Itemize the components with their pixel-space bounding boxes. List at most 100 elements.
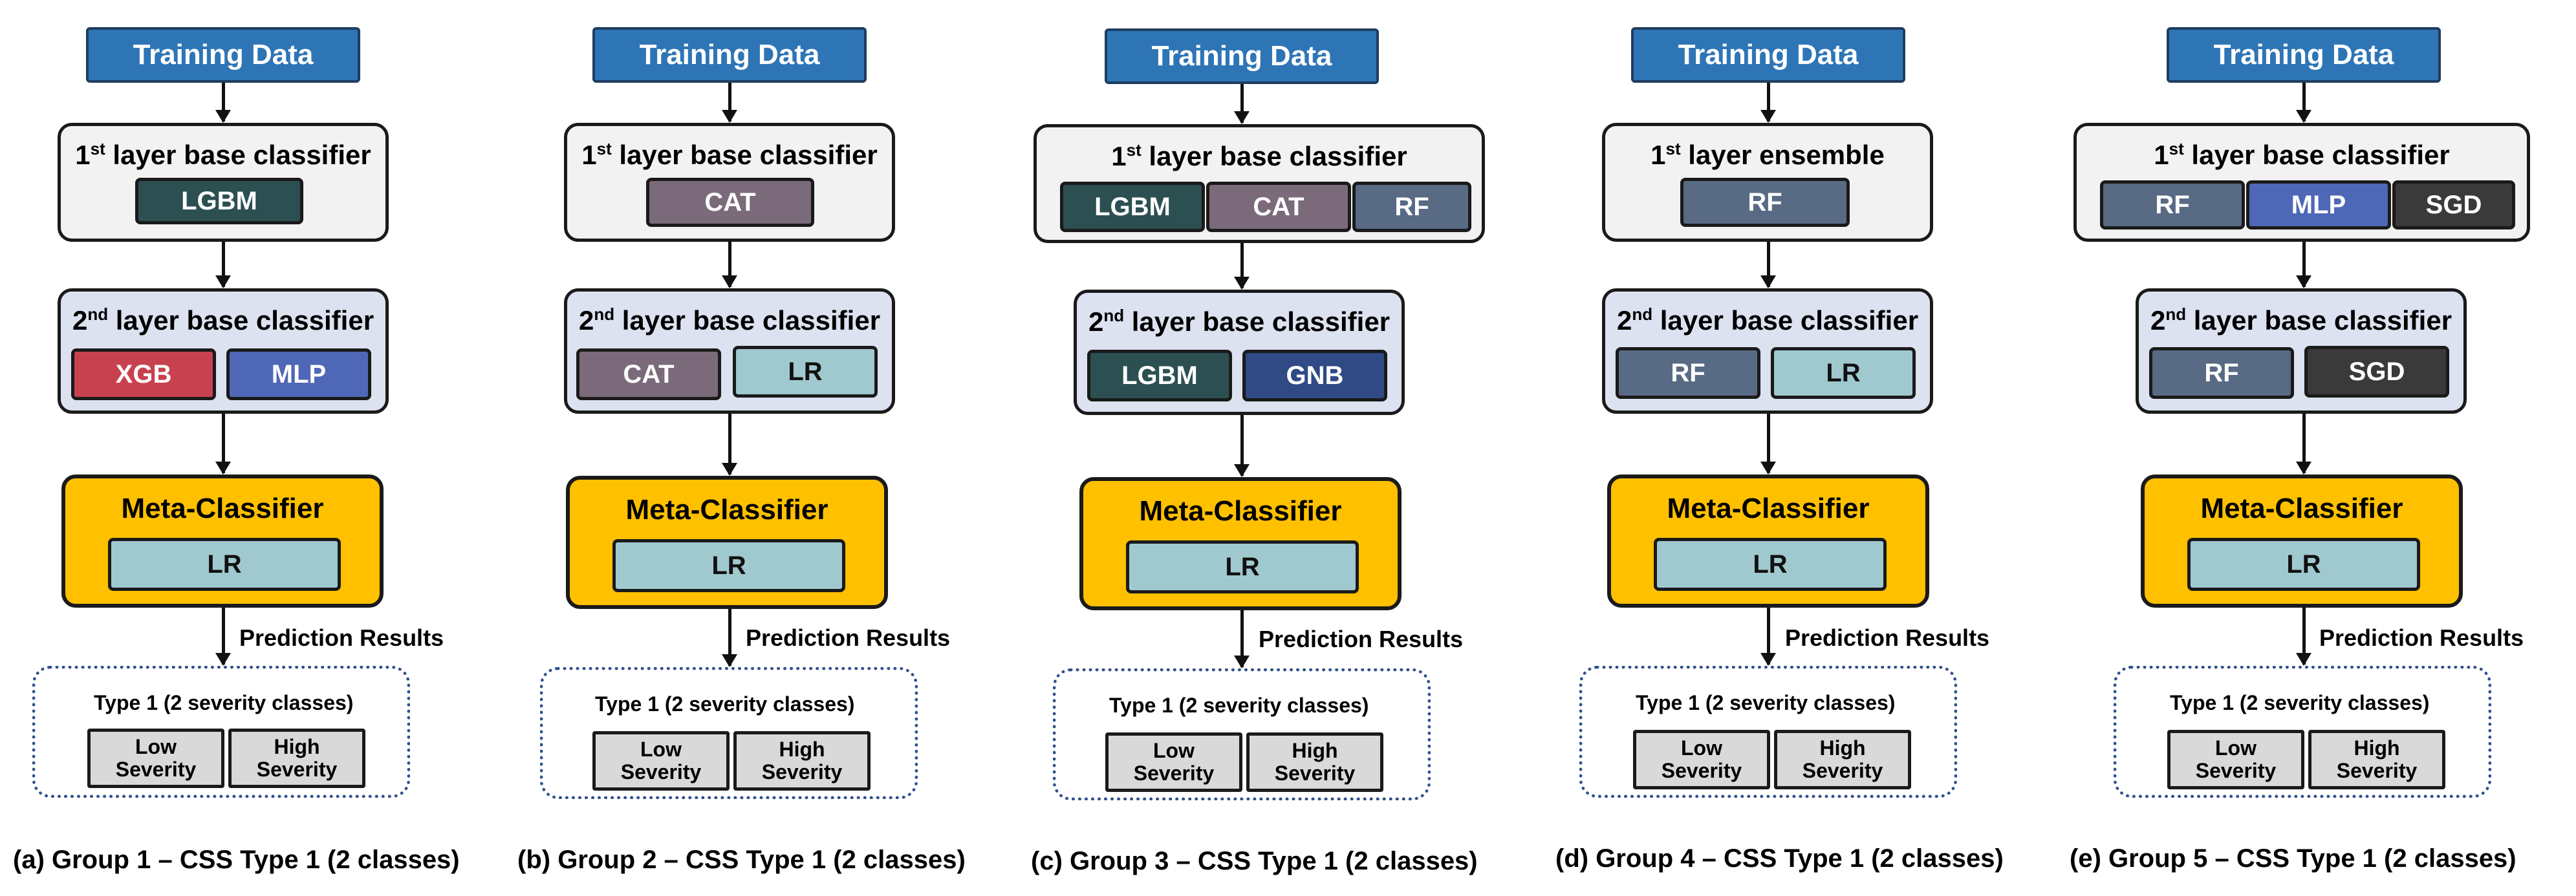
classifier-chip-gnb: GNB [1242, 350, 1387, 401]
classifier-chip-rf: RF [2100, 180, 2245, 229]
meta-classifier-box: Meta-Classifier LR [1607, 475, 1929, 608]
layer1-title: 1st layer base classifier [75, 139, 371, 170]
layer2-title: 2nd layer base classifier [1088, 306, 1391, 337]
flow-arrow [1234, 415, 1250, 477]
flow-arrow [2296, 414, 2311, 475]
layer1-title: 1st layer base classifier [1111, 140, 1407, 171]
flow-arrow [215, 83, 231, 123]
panel-caption: (b) Group 2 – CSS Type 1 (2 classes) [517, 846, 966, 874]
meta-classifier-title: Meta-Classifier [121, 493, 324, 524]
panel-group-2: Training Data 1st layer base classifier … [514, 0, 1025, 896]
layer2-box: 2nd layer base classifier XGB MLP [58, 288, 389, 414]
prediction-results-label: Prediction Results [1785, 624, 1990, 651]
layer2-box: 2nd layer base classifier CAT LR [564, 288, 895, 414]
meta-classifier-title: Meta-Classifier [1667, 493, 1870, 524]
flow-arrow [722, 242, 737, 288]
meta-classifier-title: Meta-Classifier [1139, 495, 1342, 527]
meta-classifier-box: Meta-Classifier LR [566, 476, 888, 609]
panel-caption: (c) Group 3 – CSS Type 1 (2 classes) [1031, 847, 1478, 875]
classifier-chip-rf: RF [1352, 182, 1471, 232]
classifier-chip-sgd: SGD [2392, 180, 2515, 229]
flow-arrow [2296, 83, 2311, 123]
layer1-box: 1st layer base classifier CAT [564, 123, 895, 242]
classifier-chip-mlp: MLP [226, 348, 371, 400]
type-title: Type 1 (2 severity classes) [595, 692, 855, 716]
classifier-chip-lr: LR [733, 346, 878, 398]
training-data-box: Training Data [86, 27, 360, 83]
panel-group-1: Training Data 1st layer base classifier … [0, 0, 511, 896]
layer1-box: 1st layer ensemble RF [1602, 123, 1933, 242]
layer2-title: 2nd layer base classifier [1616, 304, 1919, 336]
flow-arrow [1234, 610, 1250, 668]
layer2-title: 2nd layer base classifier [578, 304, 881, 336]
classifier-chip-rf: RF [1616, 347, 1760, 399]
panel-group-3: Training Data 1st layer base classifier … [1028, 0, 1539, 896]
classifier-chip-lr: LR [108, 538, 341, 591]
layer1-title: 1st layer base classifier [581, 139, 878, 170]
type-title: Type 1 (2 severity classes) [1636, 691, 1896, 714]
training-data-box: Training Data [1631, 27, 1905, 83]
prediction-results-label: Prediction Results [1259, 626, 1464, 652]
layer1-box: 1st layer base classifier LGBM [58, 123, 389, 242]
meta-classifier-box: Meta-Classifier LR [61, 475, 384, 608]
prediction-results-label: Prediction Results [746, 624, 951, 651]
prediction-results-label: Prediction Results [239, 624, 444, 651]
flow-arrow [1760, 608, 1776, 666]
meta-classifier-title: Meta-Classifier [625, 494, 828, 526]
meta-classifier-box: Meta-Classifier LR [1079, 477, 1402, 610]
flow-arrow [215, 414, 231, 475]
meta-classifier-title: Meta-Classifier [2200, 493, 2403, 524]
training-data-box: Training Data [592, 27, 867, 83]
layer1-box: 1st layer base classifier RF MLP SGD [2073, 123, 2530, 242]
classifier-chip-lr: LR [612, 539, 845, 592]
type-title: Type 1 (2 severity classes) [94, 691, 354, 714]
meta-classifier-box: Meta-Classifier LR [2141, 475, 2463, 608]
layer2-box: 2nd layer base classifier RF LR [1602, 288, 1933, 414]
training-data-box: Training Data [1105, 28, 1379, 84]
layer2-box: 2nd layer base classifier RF SGD [2136, 288, 2467, 414]
classifier-chip-lr: LR [1654, 538, 1887, 591]
panel-caption: (d) Group 4 – CSS Type 1 (2 classes) [1555, 844, 2004, 873]
classifier-chip-lgbm: LGBM [135, 178, 303, 224]
type-title: Type 1 (2 severity classes) [1109, 694, 1369, 717]
layer1-box: 1st layer base classifier LGBM CAT RF [1034, 124, 1485, 243]
training-data-box: Training Data [2167, 27, 2441, 83]
flow-arrow [722, 609, 737, 667]
type-title: Type 1 (2 severity classes) [2170, 691, 2430, 714]
flow-arrow [2296, 242, 2311, 288]
classifier-chip-lr: LR [1771, 347, 1916, 399]
classifier-chip-cat: CAT [576, 348, 721, 400]
layer1-title: 1st layer ensemble [1651, 139, 1885, 170]
classifier-chip-cat: CAT [1206, 182, 1351, 232]
panel-caption: (e) Group 5 – CSS Type 1 (2 classes) [2070, 844, 2516, 873]
flow-arrow [722, 83, 737, 123]
flow-arrow [1234, 243, 1250, 290]
flow-arrow [1760, 83, 1776, 123]
panel-group-4: Training Data 1st layer ensemble RF 2nd … [1552, 0, 2063, 896]
flow-arrow [215, 242, 231, 288]
panel-group-5: Training Data 1st layer base classifier … [2063, 0, 2574, 896]
flow-arrow [1760, 242, 1776, 288]
classifier-chip-sgd: SGD [2304, 346, 2449, 398]
flow-arrow [215, 608, 231, 666]
flow-arrow [1234, 84, 1250, 124]
classifier-chip-rf: RF [1680, 178, 1850, 227]
classifier-chip-lgbm: LGBM [1087, 350, 1232, 401]
layer2-title: 2nd layer base classifier [72, 304, 374, 336]
layer1-title: 1st layer base classifier [2154, 139, 2450, 170]
